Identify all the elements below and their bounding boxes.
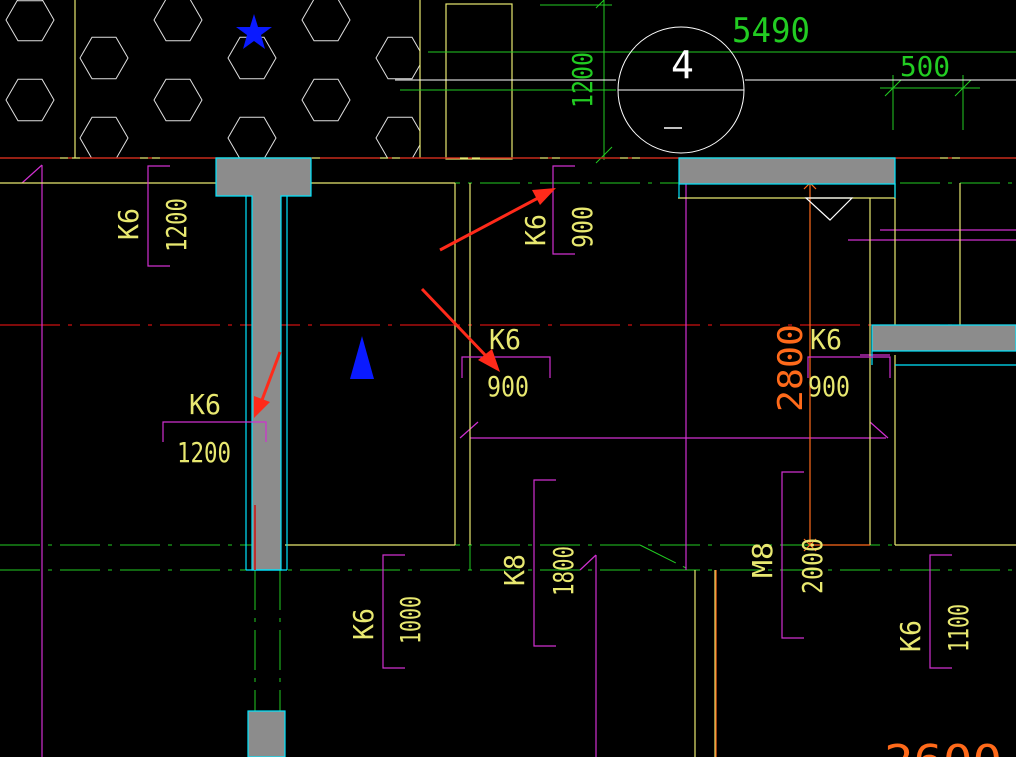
k8-1800-width: 1800	[547, 546, 580, 596]
arrow-head-2	[478, 349, 500, 372]
hatch-hexagon	[227, 36, 277, 80]
height-2800: 2800	[771, 324, 811, 412]
k6-900-top-width: 900	[566, 206, 599, 248]
k6-1200-lower-code: K6	[189, 388, 221, 421]
white-reference-lines	[395, 26, 1016, 154]
hexagon-hatch-area	[5, 0, 420, 158]
room-outlines	[0, 182, 1016, 757]
k6-900-top-code: K6	[519, 214, 552, 246]
k6-1100-width: 1100	[942, 604, 975, 652]
hatch-hexagon	[79, 116, 129, 158]
triangle-marker-icon	[350, 336, 374, 379]
k6-900-middle-width: 900	[487, 370, 529, 403]
k6-1200-upper-width: 1200	[160, 198, 193, 252]
arrow-head-3	[254, 396, 270, 418]
opening-labels: K6 1200 K6 900 K6 900 K6 900 K6 1200 K6 …	[112, 198, 975, 652]
annotation-arrows	[254, 188, 556, 418]
hatch-hexagon	[5, 0, 55, 42]
star-marker-icon	[236, 14, 272, 49]
dim-5490: 5490	[732, 11, 810, 51]
k6-1000-code: K6	[347, 608, 380, 640]
arrow-head-1	[532, 188, 556, 205]
hatch-hexagon	[5, 78, 55, 122]
m8-2000-width: 2000	[796, 538, 829, 594]
hatch-hexagon	[153, 0, 203, 42]
k6-1100-code: K6	[894, 620, 927, 652]
hatch-hexagon	[79, 36, 129, 80]
door-swing-mark	[804, 197, 854, 221]
k6-900-right-code: K6	[810, 323, 842, 356]
hatch-hexagon	[301, 78, 351, 122]
dim-500: 500	[900, 50, 950, 83]
m8-2000-code: M8	[746, 542, 779, 578]
hatch-hexagon	[375, 36, 420, 80]
concrete-walls	[215, 157, 1016, 757]
dim-2600-partial: 2600	[884, 736, 1002, 757]
k6-1200-lower-width: 1200	[177, 436, 231, 469]
k6-1200-upper-code: K6	[112, 208, 145, 240]
hatch-hexagon	[16, 0, 44, 2]
hatch-hexagon	[153, 78, 203, 122]
hatch-hexagon	[375, 116, 420, 158]
k8-1800-code: K8	[498, 554, 531, 586]
axis-marker-label: 4	[671, 43, 694, 87]
k6-1000-width: 1000	[394, 596, 427, 644]
wall-outline-extras	[245, 184, 1016, 571]
hatch-hexagon	[227, 116, 277, 158]
k6-900-middle-code: K6	[489, 323, 521, 356]
hatch-border	[74, 0, 421, 158]
hatch-hexagon	[301, 0, 351, 42]
dim-1200-vertical: 1200	[566, 52, 599, 108]
magenta-lines	[21, 164, 1016, 757]
opening-brackets	[147, 165, 952, 669]
k6-900-right-width: 900	[808, 370, 850, 403]
